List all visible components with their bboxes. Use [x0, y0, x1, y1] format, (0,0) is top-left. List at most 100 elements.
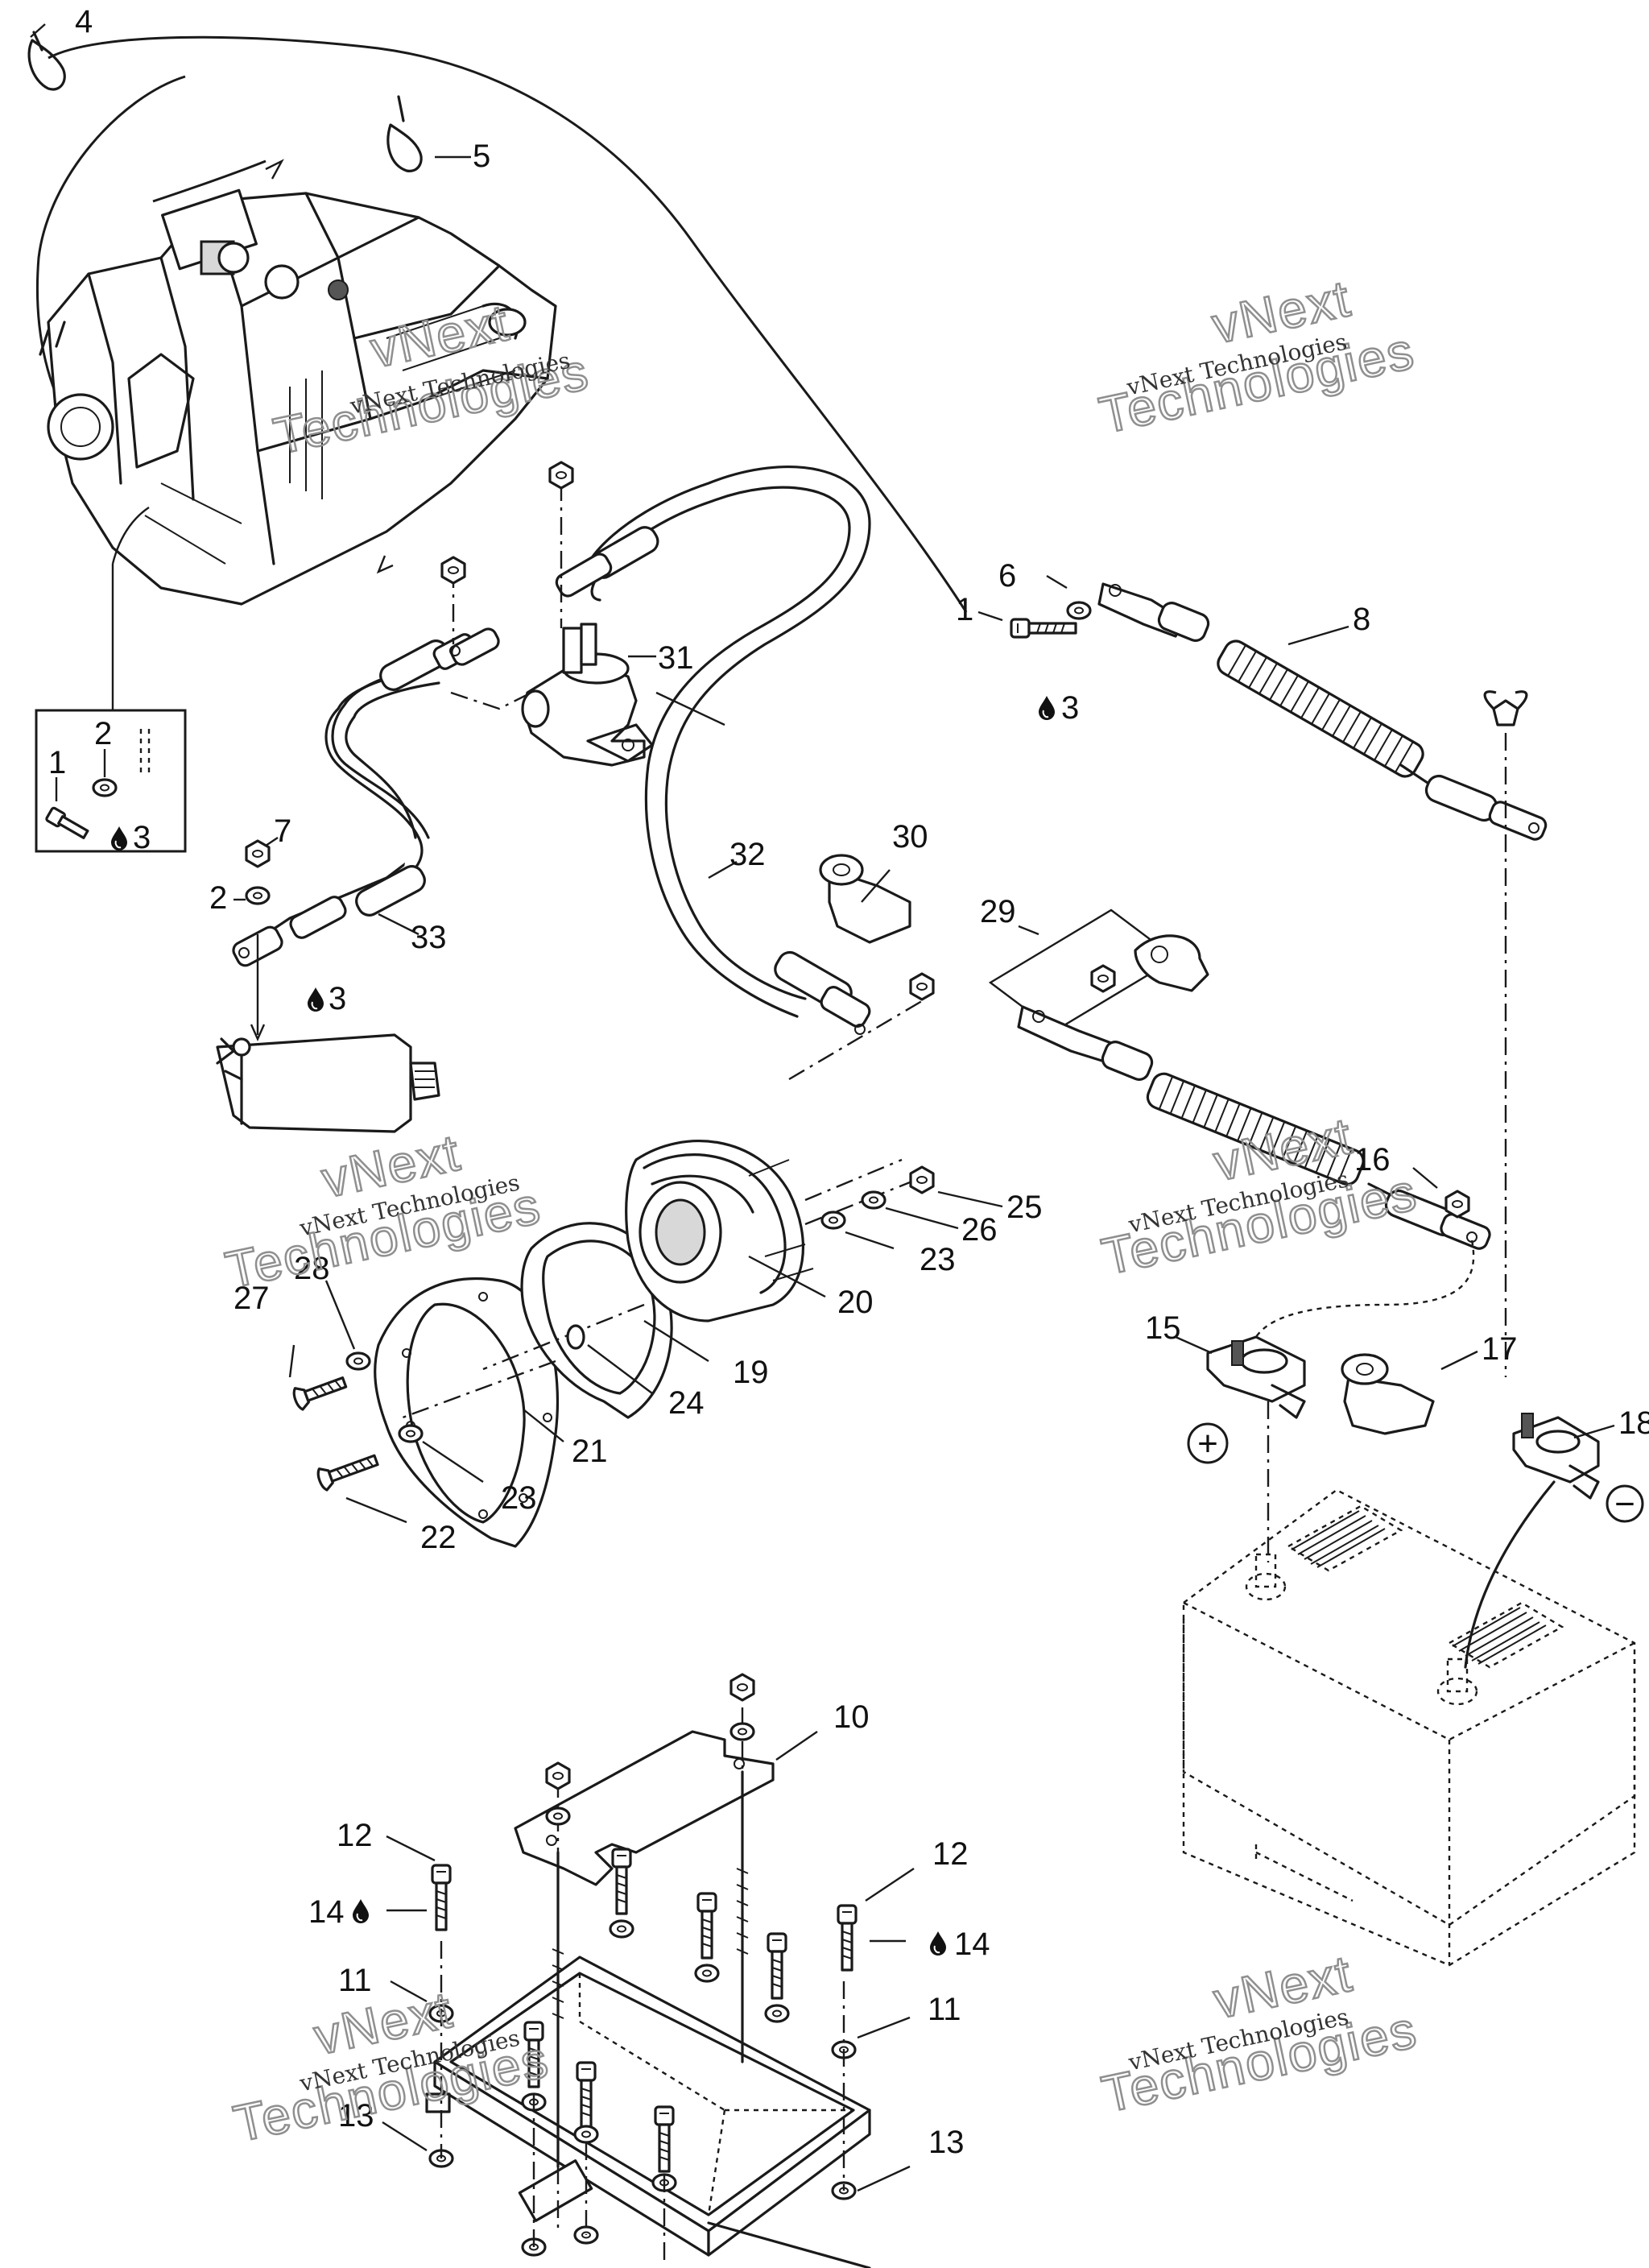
terminal-cap-30 — [819, 854, 911, 944]
solenoid-illustration — [440, 461, 654, 767]
flange-21 — [374, 1277, 559, 1548]
callout-27: 27 — [234, 1281, 270, 1316]
callout-16: 16 — [1354, 1142, 1391, 1177]
engine-illustration — [39, 188, 557, 606]
callout-19: 19 — [733, 1355, 769, 1390]
callout-13: 13 — [338, 2098, 374, 2133]
washer — [609, 1919, 634, 1939]
callout-25: 25 — [1006, 1190, 1043, 1225]
bolt-12 — [696, 1892, 717, 1960]
callout-23: 23 — [920, 1242, 956, 1277]
callout-14: 14 — [954, 1927, 990, 1962]
bolt-12 — [611, 1848, 632, 1915]
bushing-24 — [566, 1324, 585, 1350]
route-arrow — [265, 159, 284, 180]
callout-23: 23 — [501, 1480, 537, 1516]
bolt-12-left — [431, 1864, 452, 1931]
callout-14: 14 — [308, 1894, 345, 1930]
callout-5: 5 — [473, 139, 490, 174]
callout-3: 3 — [1061, 690, 1079, 726]
housing-20 — [402, 997, 927, 1419]
washer-top — [729, 1722, 755, 1741]
callout-6: 6 — [998, 558, 1016, 594]
harness-route-line — [48, 35, 968, 613]
terminal-clamp-15 — [1206, 1335, 1306, 1419]
terminal-cap-17 — [1341, 1353, 1435, 1435]
callout-12: 12 — [337, 1818, 373, 1853]
washer — [694, 1964, 720, 1983]
route-arrow — [376, 555, 394, 574]
svg-text:+: + — [1197, 1424, 1218, 1463]
callout-21: 21 — [572, 1434, 608, 1469]
callout-3: 3 — [133, 820, 151, 855]
washer-26 — [861, 1190, 886, 1210]
oil-drop-icon — [307, 987, 324, 1012]
callout-1: 1 — [956, 592, 973, 627]
washer — [764, 2004, 790, 2023]
screw-22 — [316, 1454, 379, 1492]
nut-16 — [1444, 1190, 1470, 1219]
callout-33: 33 — [411, 920, 447, 955]
callout-8: 8 — [1353, 602, 1370, 637]
cable-tie-icon — [27, 23, 66, 91]
cable-tie-icon — [386, 95, 423, 172]
washer-23-upper — [820, 1211, 846, 1230]
callout-13: 13 — [928, 2125, 965, 2160]
inset-detail-box — [35, 507, 187, 853]
callout-26: 26 — [961, 1212, 998, 1248]
callout-10: 10 — [833, 1699, 870, 1735]
washer-23-lower — [398, 1424, 424, 1443]
starter-motor-illustration — [216, 934, 440, 1133]
callout-15: 15 — [1145, 1310, 1181, 1346]
cable-32 — [555, 466, 871, 1035]
washer-rod — [545, 1807, 571, 1826]
oil-drop-icon — [929, 1931, 947, 1956]
nut-top — [729, 1673, 755, 1702]
svg-text:−: − — [1614, 1484, 1635, 1524]
callout-11: 11 — [338, 1963, 372, 1998]
callout-4: 4 — [75, 4, 93, 39]
harness-route-line-3 — [152, 159, 267, 203]
washer-28 — [345, 1351, 371, 1371]
gasket-19 — [520, 1222, 673, 1419]
battery-illustration — [1182, 1488, 1636, 1967]
watermark: vNext Technologies vNext Technologies vN… — [220, 268, 1424, 2154]
callout-2: 2 — [209, 880, 227, 916]
battery-tray — [425, 1956, 871, 2268]
callout-22: 22 — [420, 1520, 457, 1555]
callout-1: 1 — [48, 745, 66, 780]
threaded-rod — [552, 1707, 749, 2231]
callout-31: 31 — [658, 640, 694, 676]
cable-29 — [909, 908, 1491, 1338]
callout-labels: 4 5 6 1 8 3 31 2 1 3 7 2 32 30 29 33 3 1… — [48, 4, 1649, 2160]
negative-symbol: − — [1606, 1484, 1644, 1524]
positive-symbol: + — [1187, 1422, 1229, 1464]
callout-17: 17 — [1482, 1331, 1518, 1367]
cable-33 — [232, 627, 500, 967]
leader-lines — [55, 155, 1615, 2192]
callout-32: 32 — [729, 837, 766, 872]
oil-drop-icon — [1038, 695, 1056, 721]
nut-25 — [909, 1165, 935, 1194]
bolt-12-right — [837, 1904, 858, 1972]
washer — [573, 2125, 599, 2144]
callout-7: 7 — [274, 813, 291, 849]
callout-3: 3 — [329, 981, 346, 1016]
bolt-12 — [767, 1932, 787, 2000]
callout-28: 28 — [294, 1251, 330, 1286]
callout-12: 12 — [932, 1836, 969, 1872]
callout-18: 18 — [1618, 1405, 1649, 1441]
negative-lead — [1464, 1480, 1556, 1669]
oil-drop-icon — [352, 1898, 370, 1924]
wing-nut — [1483, 690, 1528, 1377]
callout-2: 2 — [94, 716, 112, 751]
callout-11: 11 — [928, 1992, 961, 2027]
callout-20: 20 — [837, 1285, 874, 1320]
terminal-clamp-18 — [1512, 1413, 1600, 1500]
callout-30: 30 — [892, 819, 928, 855]
callout-24: 24 — [668, 1385, 705, 1421]
callout-29: 29 — [980, 894, 1016, 929]
nut-rod — [545, 1761, 571, 1790]
cable-8 — [1010, 582, 1548, 841]
